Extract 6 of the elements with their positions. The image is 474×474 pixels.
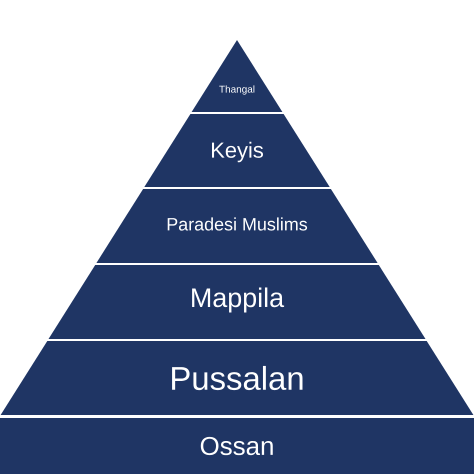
pyramid-level: Mappila — [48, 265, 426, 339]
pyramid-level: Keyis — [144, 114, 330, 187]
pyramid-level: Thangal — [192, 40, 282, 112]
pyramid-level: Paradesi Muslims — [96, 189, 378, 263]
pyramid-base: Ossan — [0, 418, 474, 474]
pyramid-level: Pussalan — [0, 341, 474, 415]
